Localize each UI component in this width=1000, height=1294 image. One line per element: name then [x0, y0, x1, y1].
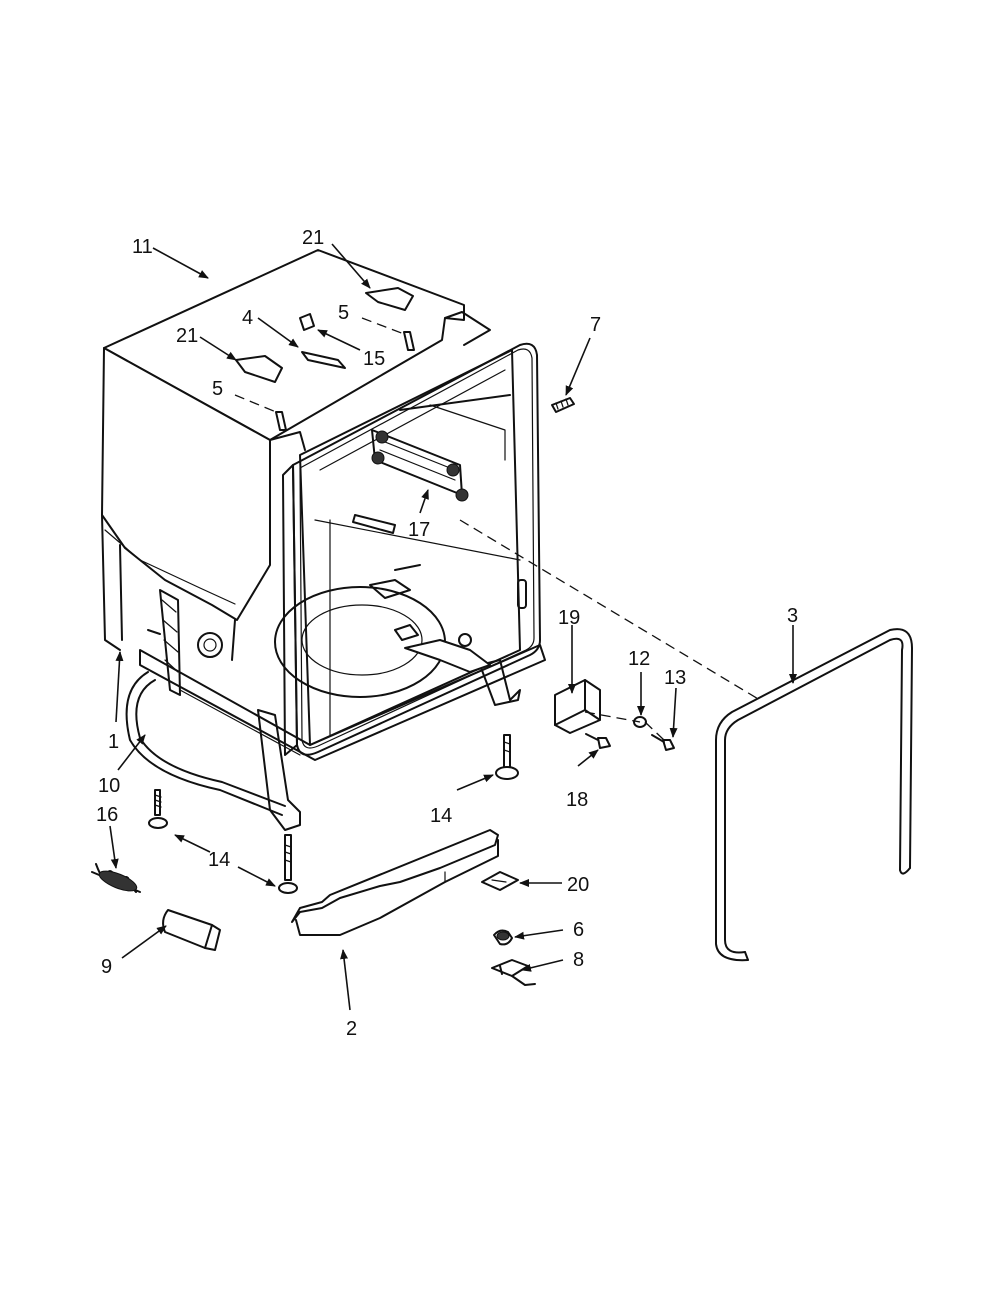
leveling-leg-right [495, 734, 519, 780]
callout-14-left: 14 [208, 849, 230, 871]
callout-leaders [109, 243, 797, 1011]
washer [633, 716, 647, 728]
callout-2: 2 [346, 1018, 357, 1040]
screw-18 [585, 733, 611, 749]
callout-15: 15 [363, 348, 385, 370]
tub-assembly [101, 249, 546, 831]
callout-labels: 11 21 4 5 15 21 5 7 17 19 3 12 13 1 10 1… [96, 227, 798, 1040]
callout-7: 7 [590, 314, 601, 336]
callout-16: 16 [96, 804, 118, 826]
callout-5-top: 5 [338, 302, 349, 324]
callout-13: 13 [664, 667, 686, 689]
bracket [554, 679, 601, 734]
callout-4: 4 [242, 307, 253, 329]
door-gasket [715, 628, 913, 962]
callout-1: 1 [108, 731, 119, 753]
callout-5-left: 5 [212, 378, 223, 400]
screw-7 [551, 397, 575, 413]
screw-13 [651, 734, 675, 751]
callout-8: 8 [573, 949, 584, 971]
callout-11: 11 [132, 236, 153, 258]
callout-12: 12 [628, 648, 650, 670]
leveling-leg-center [278, 834, 298, 894]
callout-9: 9 [101, 956, 112, 978]
callout-21-left: 21 [176, 325, 198, 347]
leveling-leg-left [148, 789, 168, 829]
callout-10: 10 [98, 775, 120, 797]
callout-6: 6 [573, 919, 584, 941]
bottom-panel [291, 829, 499, 936]
callout-18: 18 [566, 789, 588, 811]
callout-19: 19 [558, 607, 580, 629]
callout-17: 17 [408, 519, 430, 541]
cap [162, 909, 221, 951]
part-8-bracket [491, 959, 536, 986]
callout-20: 20 [567, 874, 589, 896]
callout-14-right: 14 [430, 805, 452, 827]
part-6-cap [493, 929, 513, 946]
spring [91, 863, 141, 893]
callout-3: 3 [787, 605, 798, 627]
callout-21-top: 21 [302, 227, 324, 249]
label-plate [481, 871, 519, 891]
alignment-lines [234, 317, 761, 741]
